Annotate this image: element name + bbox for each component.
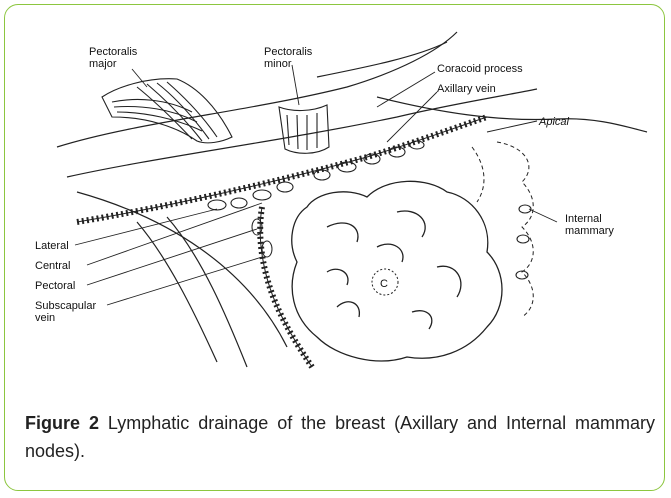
label-pectoralis-major-line1: Pectoralis: [89, 46, 138, 58]
pectoralis-minor-muscle: [279, 105, 329, 153]
label-subscapular-vein-line2: vein: [35, 312, 55, 324]
label-pectoral: Pectoral: [35, 280, 75, 292]
label-pectoralis-minor-line2: minor: [264, 58, 292, 70]
label-apical: Apical: [538, 116, 570, 128]
figure-caption-text: Lymphatic drainage of the breast (Axilla…: [25, 413, 655, 461]
label-axillary-vein: Axillary vein: [437, 83, 496, 95]
body-contours: [57, 32, 647, 367]
figure-frame: C Pectoralis major: [4, 4, 665, 491]
nipple-areola: C: [372, 269, 398, 295]
axillary-vein-chain: [77, 117, 487, 222]
figure-caption-lead: Figure 2: [25, 413, 99, 433]
internal-mammary-nodes: [516, 205, 531, 279]
label-central: Central: [35, 260, 70, 272]
figure-caption: Figure 2 Lymphatic drainage of the breas…: [25, 409, 655, 465]
breast-outline: [292, 181, 502, 361]
label-coracoid-process: Coracoid process: [437, 63, 523, 75]
pectoralis-major-muscle: [102, 79, 232, 143]
leader-lines: [75, 65, 557, 305]
axillary-lymph-nodes: [208, 141, 424, 210]
breast-lymphatic-drainage-diagram: C Pectoralis major: [17, 17, 662, 387]
label-lateral: Lateral: [35, 240, 69, 252]
label-internal-mammary-line2: mammary: [565, 225, 614, 237]
label-internal-mammary-line1: Internal: [565, 213, 602, 225]
nipple-label: C: [380, 278, 388, 290]
subscapular-vein: [252, 207, 312, 367]
label-subscapular-vein-line1: Subscapular: [35, 300, 96, 312]
label-pectoralis-minor-line1: Pectoralis: [264, 46, 313, 58]
label-pectoralis-major-line2: major: [89, 58, 117, 70]
